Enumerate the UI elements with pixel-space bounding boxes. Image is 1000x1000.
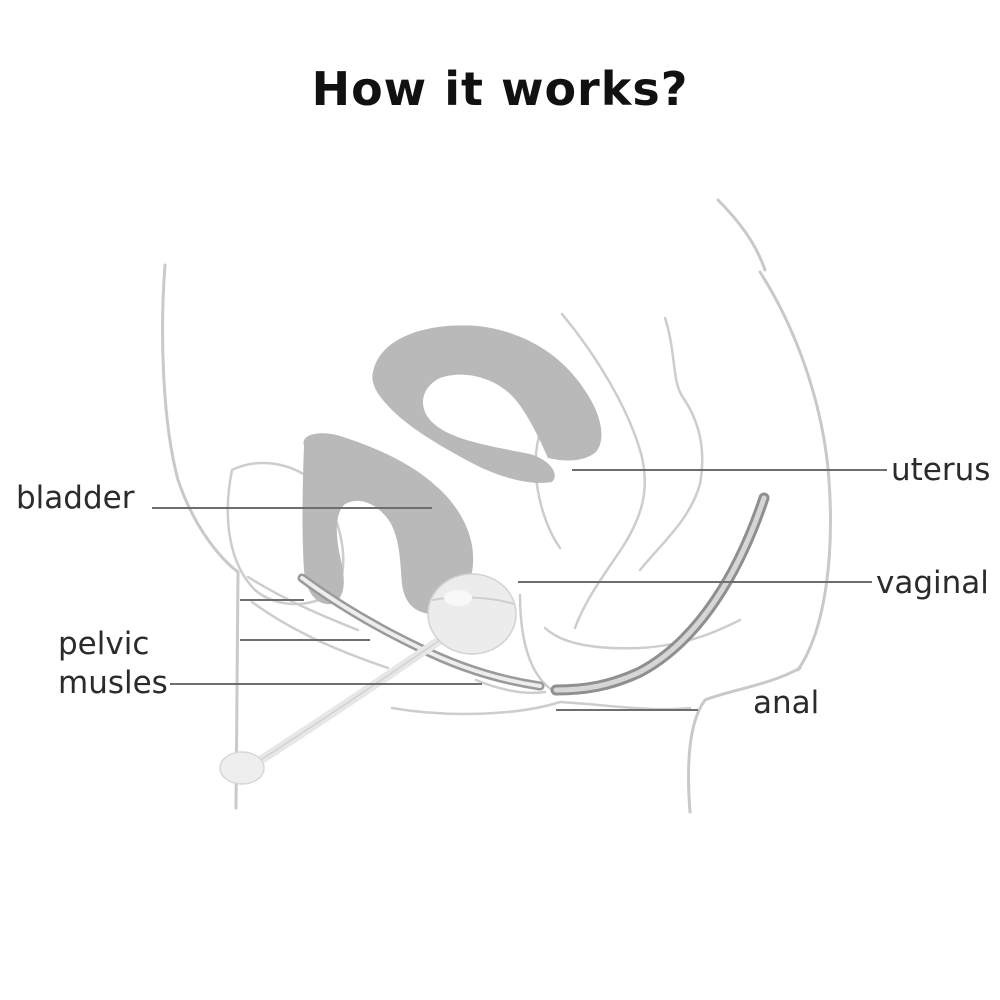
label-anal: anal <box>753 685 820 721</box>
leader-lines <box>152 469 887 711</box>
body-outline <box>161 198 832 814</box>
label-uterus: uterus <box>891 452 991 488</box>
kegel-device <box>219 573 517 785</box>
label-musles: musles <box>58 665 168 701</box>
bladder-organ <box>302 433 474 614</box>
anatomy-outlines <box>226 312 742 716</box>
device-tail-bulb <box>219 751 265 785</box>
page-title: How it works? <box>311 62 689 116</box>
label-pelvic: pelvic <box>58 626 150 662</box>
device-ball <box>427 573 517 655</box>
label-bladder: bladder <box>16 480 135 516</box>
label-vaginal: vaginal <box>876 565 989 601</box>
uterus-organ <box>372 325 602 483</box>
